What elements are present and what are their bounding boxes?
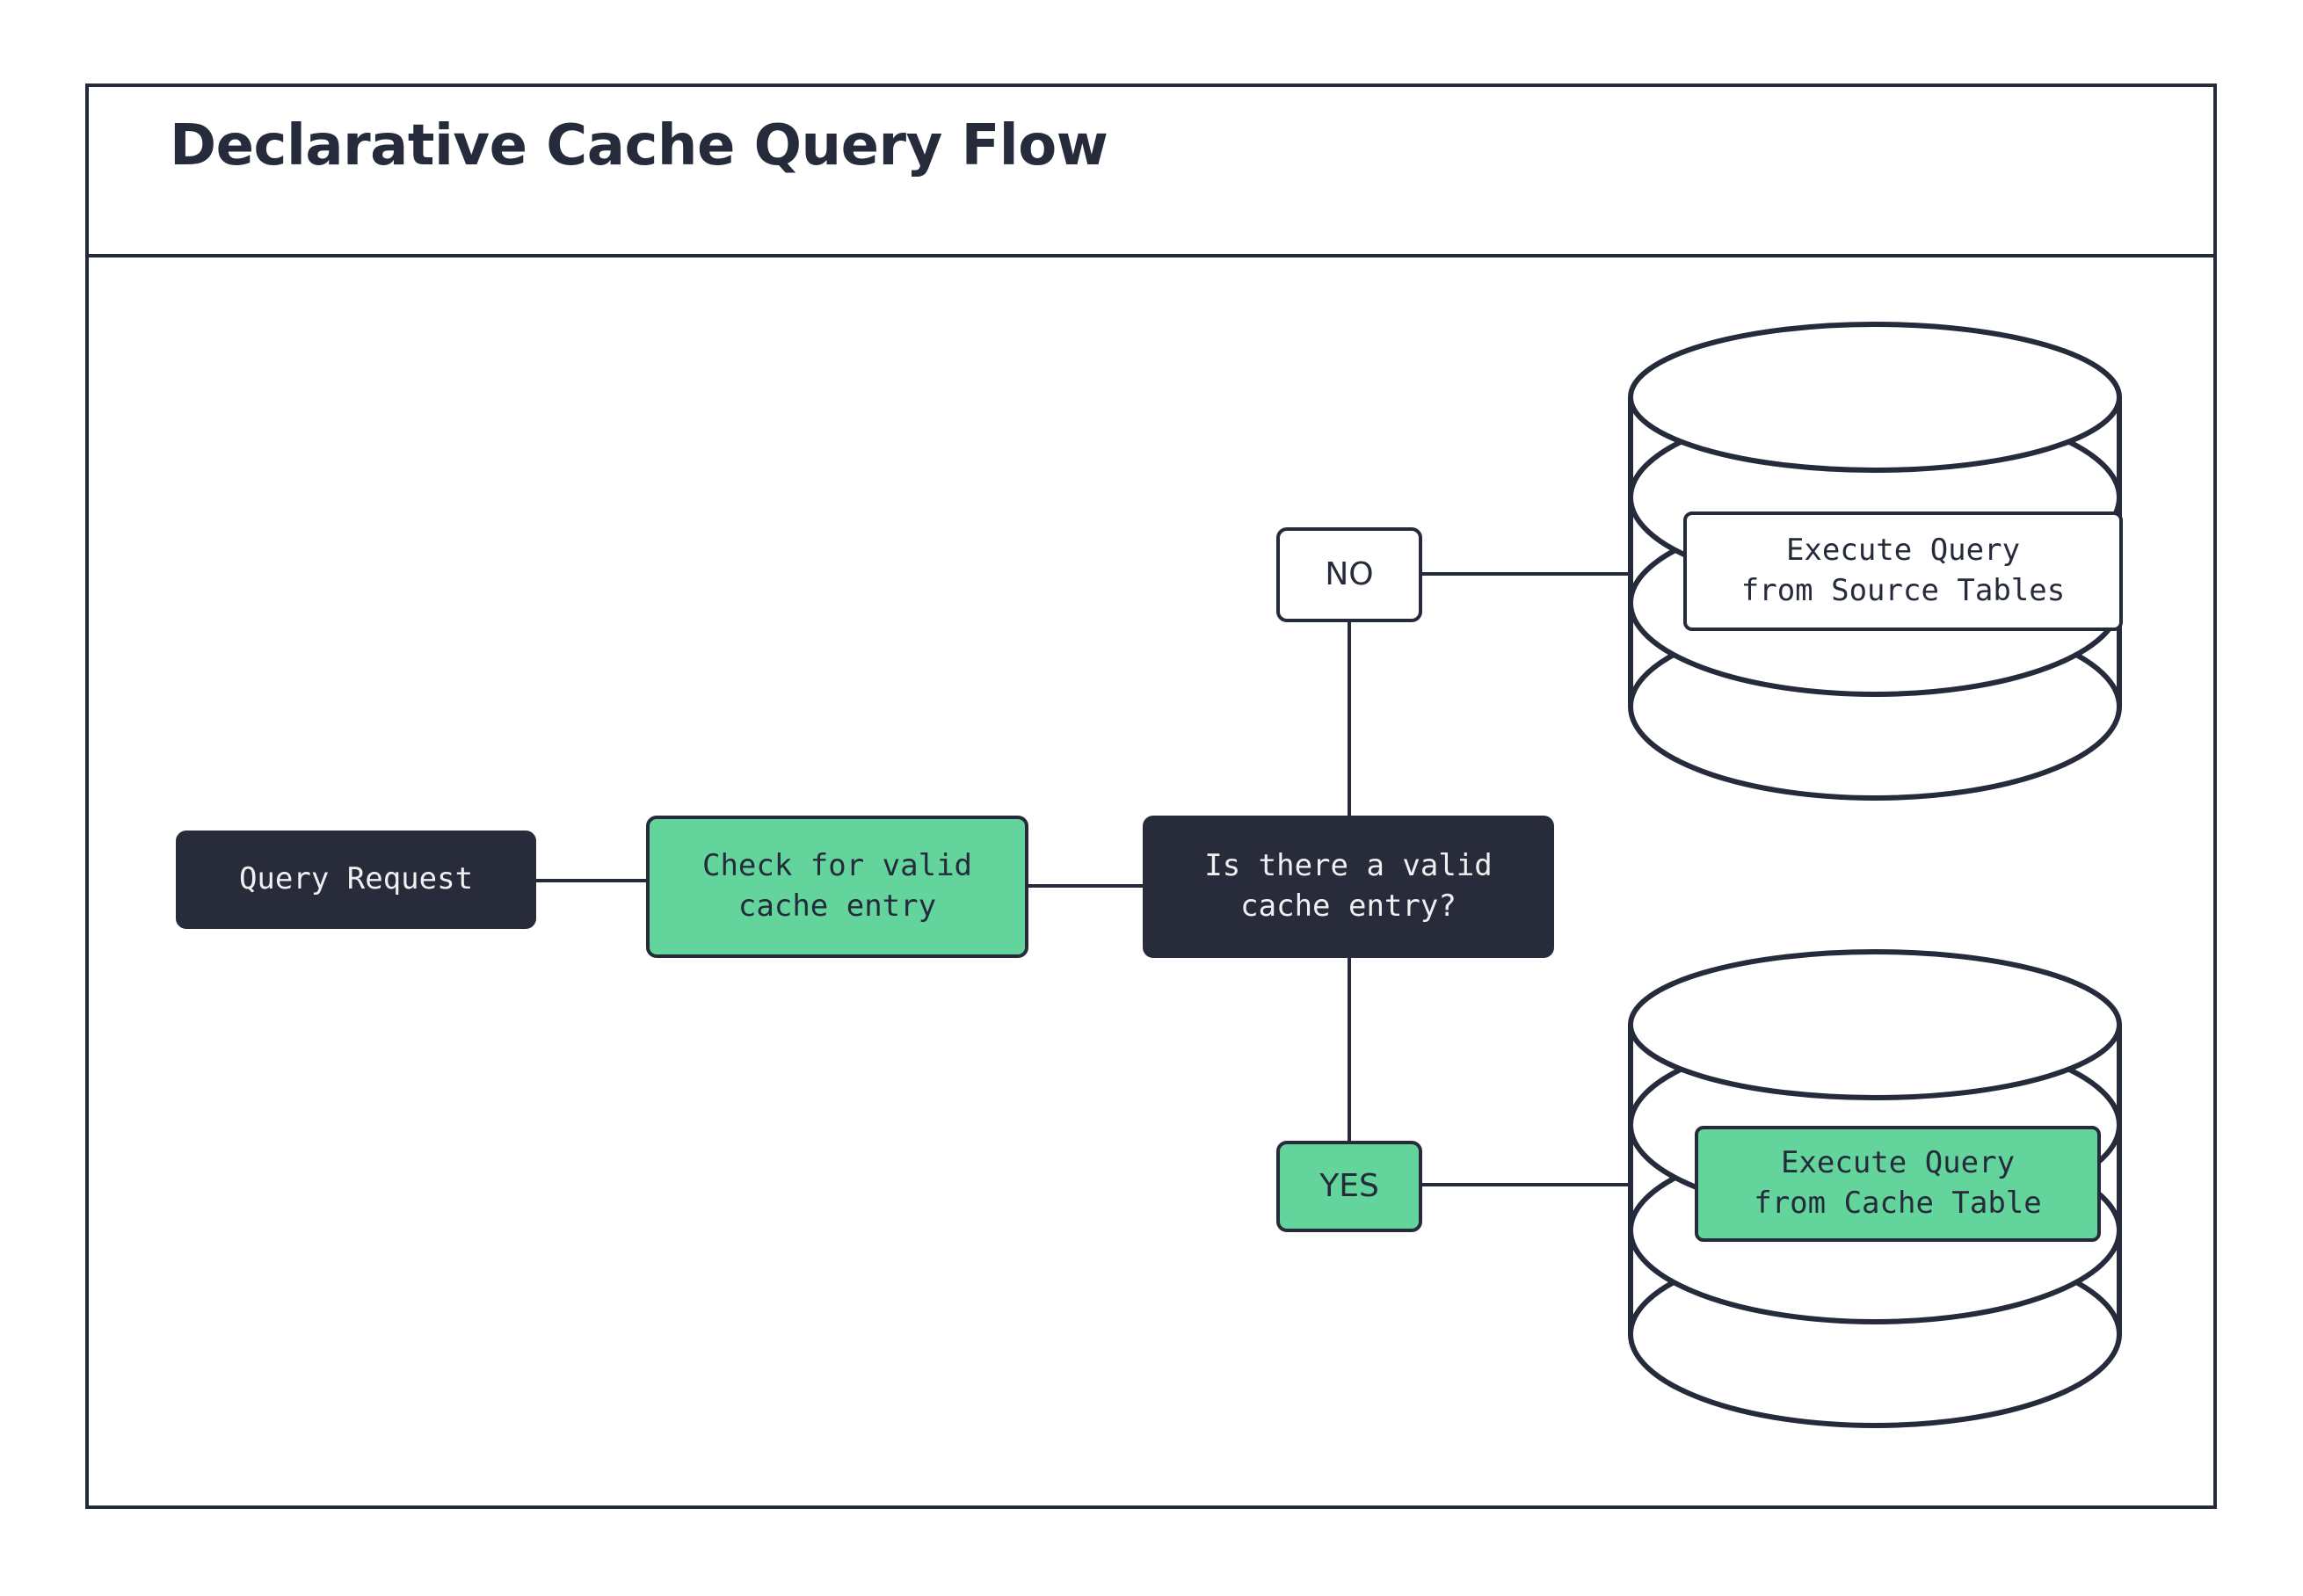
connector-request-to-check	[534, 879, 649, 882]
branch-label-yes[interactable]: YES	[1276, 1141, 1422, 1232]
branch-label-no[interactable]: NO	[1276, 527, 1422, 622]
connector-yes-to-cache-db	[1420, 1183, 1631, 1186]
execute-query-cache-label[interactable]: Execute Query from Cache Table	[1695, 1126, 2101, 1242]
database-cylinder-icon	[1628, 949, 2122, 1428]
connector-decision-to-no	[1348, 620, 1351, 817]
connector-no-to-source-db	[1420, 572, 1631, 576]
title-bar: Declarative Cache Query Flow	[85, 83, 2217, 258]
node-check-for-valid-cache-entry[interactable]: Check for valid cache entry	[646, 816, 1028, 958]
execute-query-source-label[interactable]: Execute Query from Source Tables	[1683, 511, 2123, 631]
cache-database-cylinder	[1628, 949, 2122, 1429]
page-title: Declarative Cache Query Flow	[170, 113, 1108, 178]
connector-decision-to-yes	[1348, 956, 1351, 1144]
node-query-request[interactable]: Query Request	[176, 831, 536, 929]
connector-check-to-decision	[1027, 884, 1145, 888]
node-decision-valid-cache-entry[interactable]: Is there a valid cache entry?	[1143, 816, 1554, 958]
